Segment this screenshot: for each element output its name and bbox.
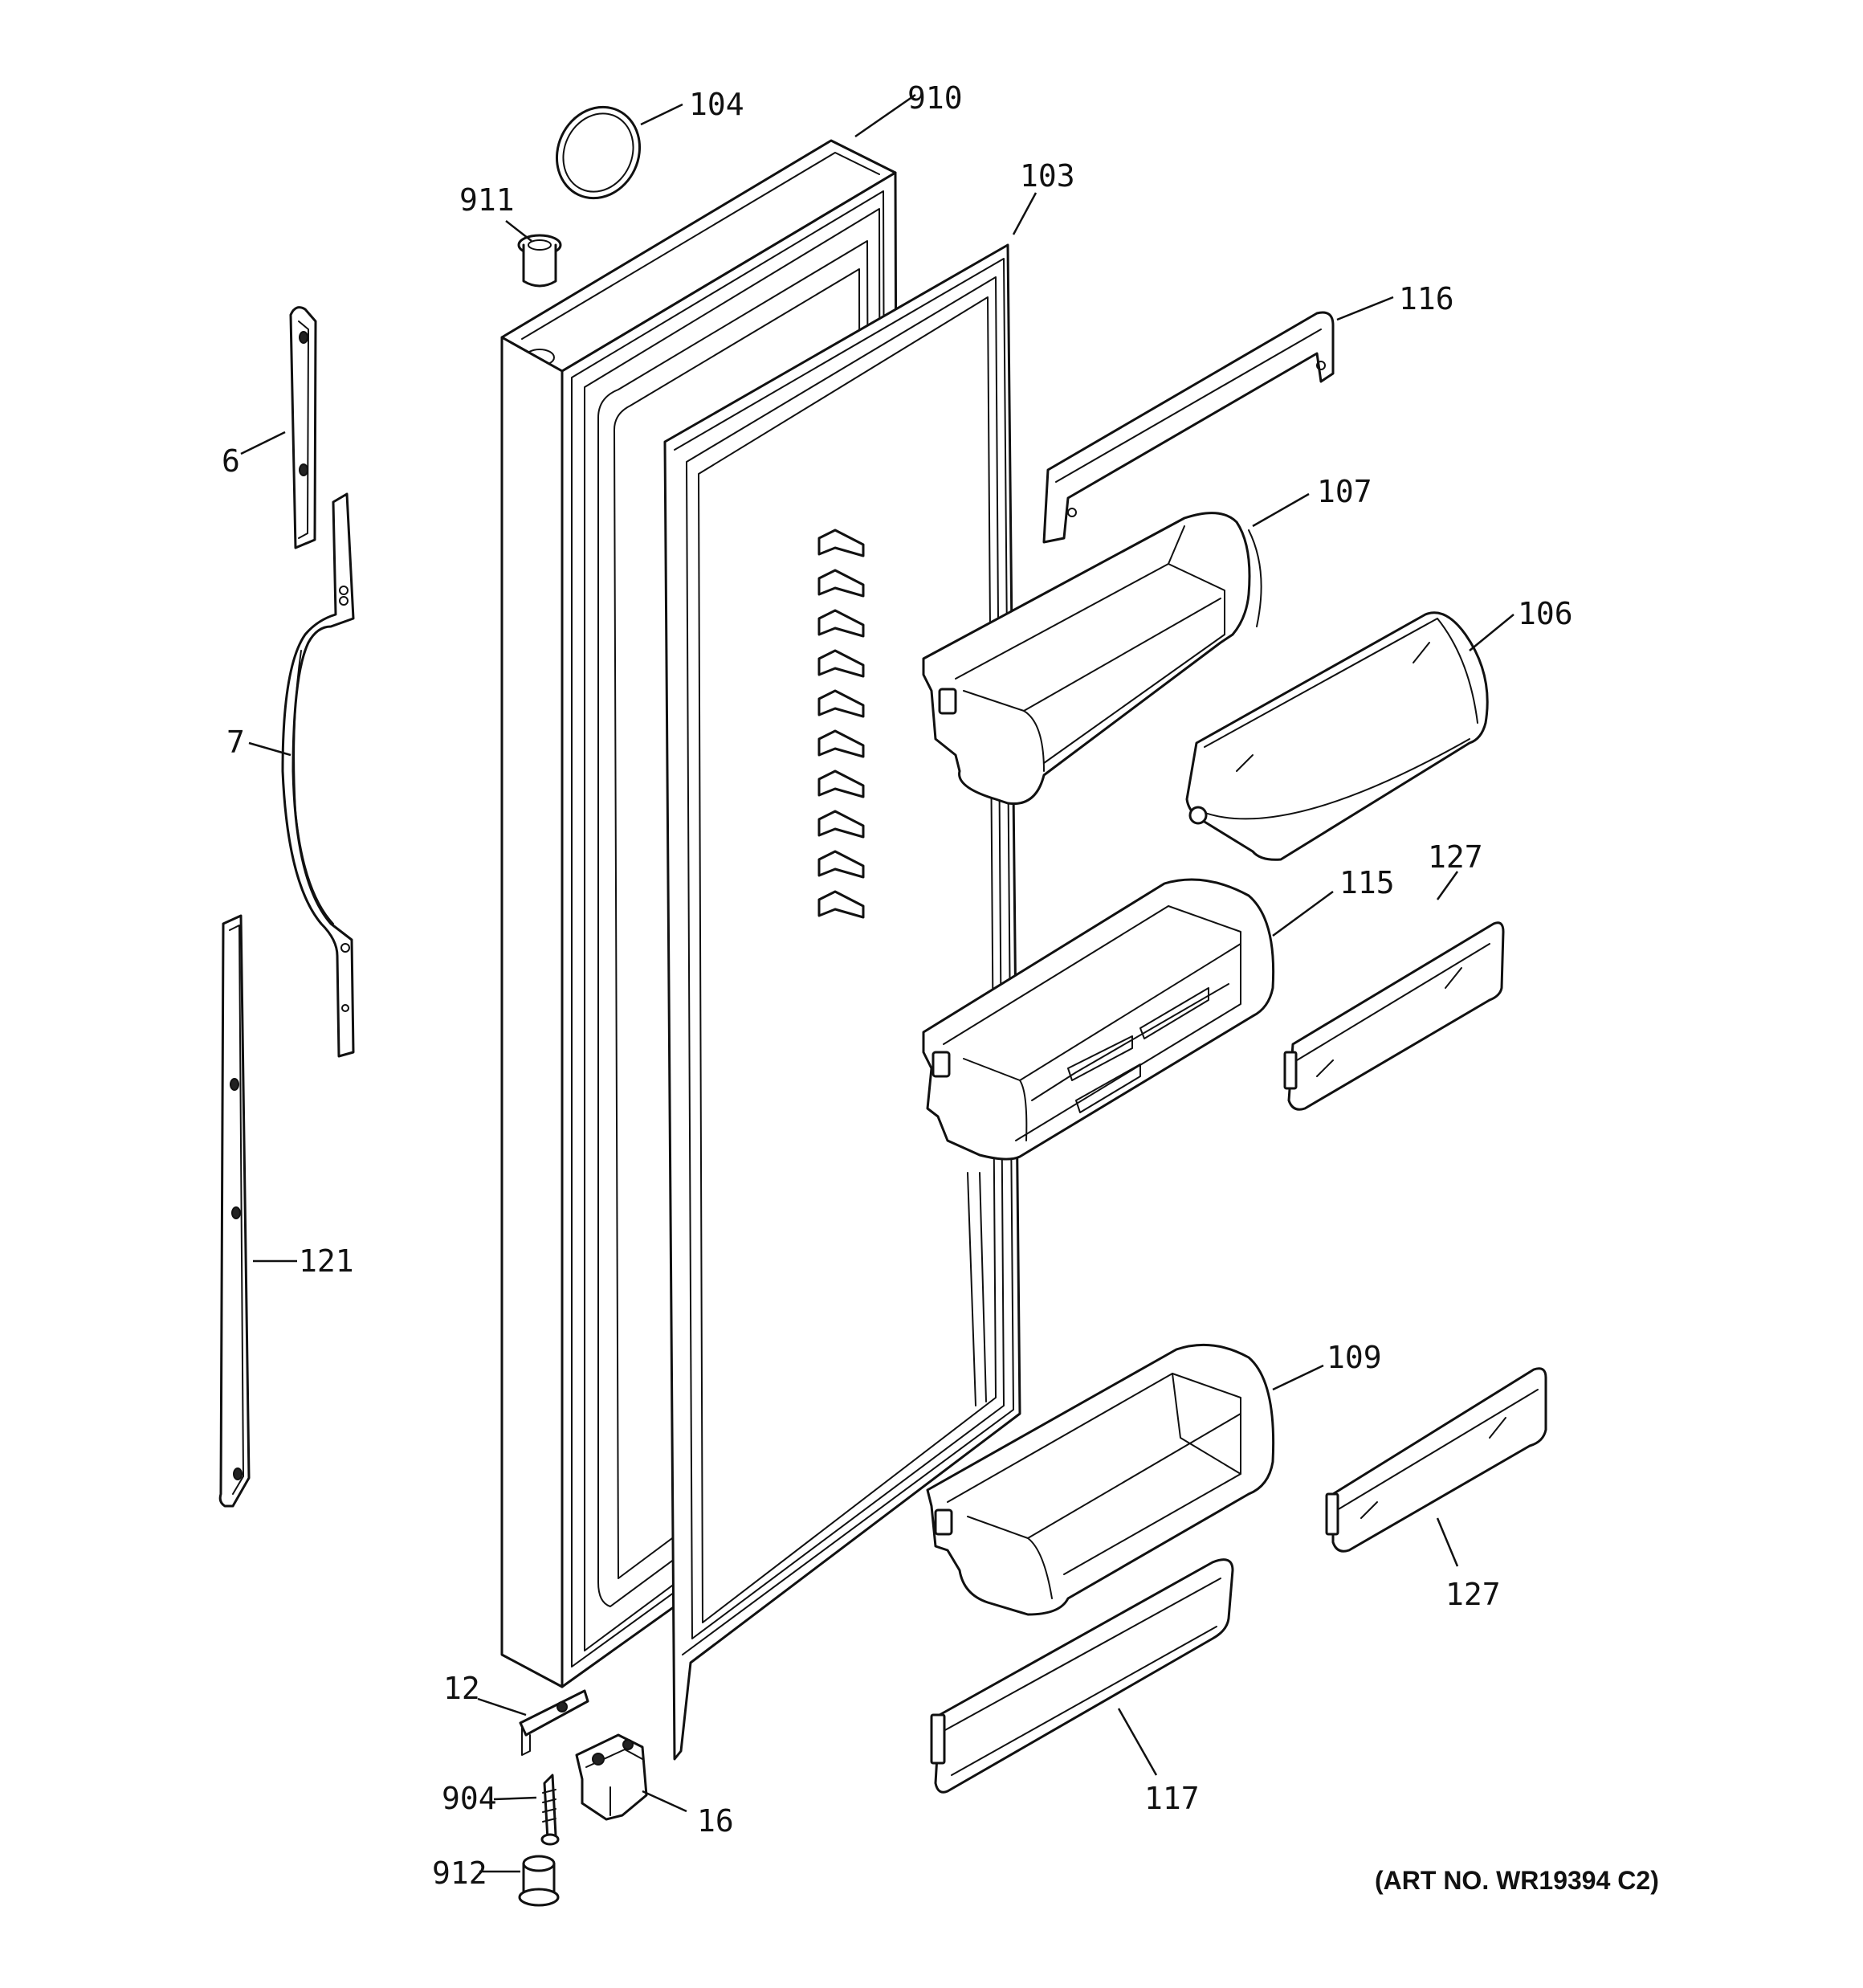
part-117-bin-front [930,1558,1234,1794]
callout-912: 912 [432,1855,487,1891]
callout-104: 104 [689,87,744,122]
part-912-bushing [518,1855,560,1907]
callout-107: 107 [1317,474,1372,509]
part-115-bin [922,878,1275,1161]
callout-910: 910 [907,80,963,116]
part-103-gasket [663,243,1021,1761]
part-12-plate [519,1689,589,1756]
callout-116: 116 [1399,281,1454,316]
callout-127-lower: 127 [1445,1577,1501,1612]
art-number: (ART NO. WR19394 C2) [1375,1866,1659,1895]
callout-911: 911 [459,182,515,218]
part-121-trim [218,914,251,1508]
callout-117: 117 [1144,1781,1200,1816]
part-127-guard-lower [1325,1367,1547,1553]
callout-127-upper: 127 [1428,839,1483,875]
callout-103: 103 [1020,158,1075,194]
shelf-clips [817,529,865,919]
part-6-handle-cap [289,306,317,549]
callout-121: 121 [299,1243,354,1279]
callout-106: 106 [1518,596,1573,631]
callout-109: 109 [1327,1340,1382,1375]
part-107-bin [922,512,1262,806]
part-904-screw [540,1774,560,1846]
leader-lines [240,93,1514,1873]
part-7-handle [281,492,355,1058]
callout-labels: 104 910 911 103 116 6 107 106 7 115 127 … [222,80,1573,1891]
callout-904: 904 [442,1781,497,1816]
part-109-bin [926,1343,1275,1616]
callout-12: 12 [443,1671,480,1706]
callout-6: 6 [222,443,240,479]
part-104-ring [555,105,642,200]
part-106-bin-cover [1185,611,1489,861]
part-911-bushing [517,234,562,288]
callout-16: 16 [697,1803,734,1839]
part-16-hinge [575,1733,648,1821]
part-116-rail [1042,311,1335,544]
callout-7: 7 [226,725,245,760]
callout-115: 115 [1339,865,1395,900]
part-127-guard-upper [1283,921,1505,1111]
